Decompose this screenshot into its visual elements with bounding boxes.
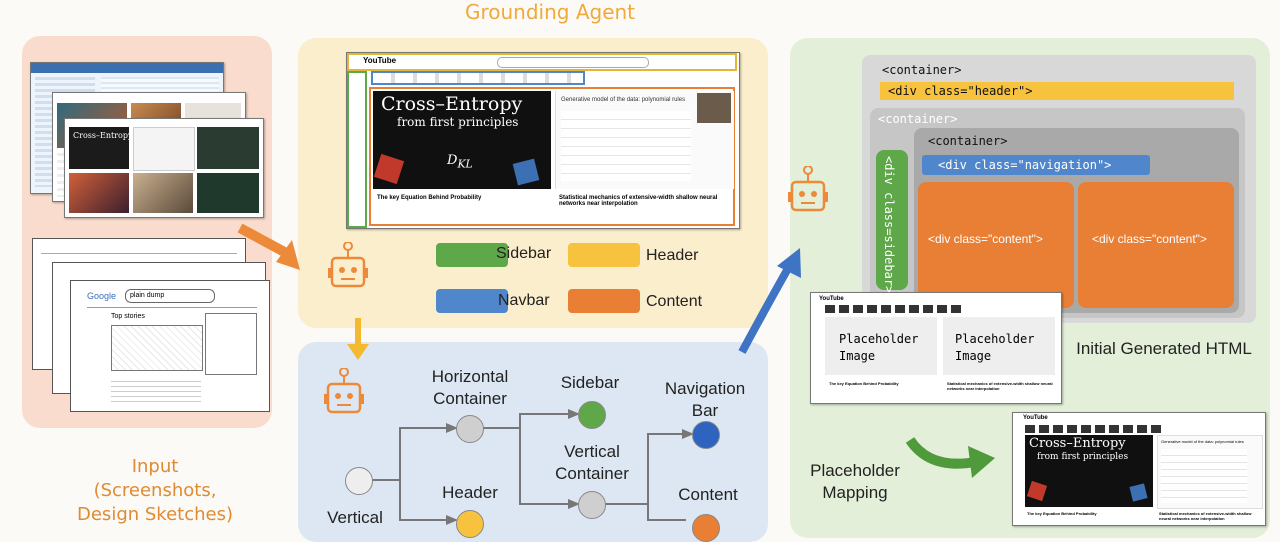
hero-title: Cross–Entropy	[381, 93, 523, 115]
tree-to-output-arrowhead	[777, 248, 801, 278]
tree-node-header	[456, 510, 484, 538]
tree-label-navigation: Navigation Bar	[664, 379, 746, 420]
mapping-label-line2: Mapping	[822, 483, 888, 502]
mapping-label-line1: Placeholder	[810, 461, 900, 480]
content-box-1-label: <div class="content">	[928, 232, 1043, 246]
initial-video-2: Statistical mechanics of extensive-width…	[947, 381, 1053, 391]
final-html-screenshot: YouTube Cross–Entropy from first princip…	[1012, 412, 1266, 526]
content-box-2-label: <div class="content">	[1092, 232, 1207, 246]
panel-title: Generative model of the data: polynomial…	[561, 97, 686, 103]
tree-label-content: Content	[678, 485, 738, 504]
video-title-2: Statistical mechanics of extensive-width…	[559, 195, 718, 207]
tree-node-navigation	[692, 421, 720, 449]
hero-subtitle: from first principles	[397, 115, 519, 129]
tree-node-vertical	[345, 467, 373, 495]
input-caption-title: Input	[131, 456, 179, 477]
tree-label-header: Header	[442, 483, 498, 502]
input-caption: Input (Screenshots, Design Sketches)	[40, 455, 270, 527]
placeholder-image-1: Placeholder Image	[839, 332, 919, 363]
sketch-top-stories: Top stories	[111, 313, 145, 320]
robot-icon-structure	[324, 368, 364, 414]
final-hero-subtitle: from first principles	[1037, 452, 1129, 462]
legend-swatch-navbar	[436, 289, 508, 313]
navigation-box	[922, 155, 1150, 175]
tree-node-vertical-container	[578, 491, 606, 519]
content-box-1	[918, 182, 1074, 308]
robot-icon-grounding	[328, 242, 368, 288]
sketch-logo: Google	[87, 291, 117, 301]
video-title-1: The key Equation Behind Probability	[377, 195, 482, 201]
input-sketch-3: Google plain dump Top stories	[70, 280, 270, 412]
sidebar-box	[876, 150, 908, 290]
thumb-title: Cross–Entropy	[73, 131, 133, 140]
middle-container-label: <container>	[878, 112, 958, 126]
legend-swatch-header	[568, 243, 640, 267]
sketch-search-box: plain dump	[125, 289, 215, 303]
hero-subscript: KL	[457, 157, 473, 171]
legend-label-navbar: Navbar	[498, 292, 550, 309]
tree-edges	[372, 409, 694, 525]
content-box-2	[1078, 182, 1234, 308]
outer-container-label: <container>	[882, 63, 962, 77]
inner-container-label: <container>	[928, 134, 1008, 148]
tree-node-content	[692, 514, 720, 542]
header-box	[880, 82, 1234, 100]
placeholder-image-2: Placeholder Image	[955, 332, 1035, 363]
flow-arrows	[237, 223, 995, 478]
final-video-1: The key Equation Behind Probability	[1027, 511, 1097, 516]
initial-video-1: The key Equation Behind Probability	[829, 381, 899, 386]
legend-label-header: Header	[646, 247, 699, 264]
initial-brand: YouTube	[819, 296, 844, 302]
legend-swatch-content	[568, 289, 640, 313]
tree-label-vertical-container: Vertical Container	[555, 442, 629, 483]
initial-html-screenshot: YouTube Placeholder Image Placeholder Im…	[810, 292, 1062, 404]
header-box-label: <div class="header">	[888, 84, 1033, 98]
mapping-arrow	[905, 437, 976, 469]
initial-html-label: Initial Generated HTML	[1076, 339, 1252, 358]
tree-node-sidebar	[578, 401, 606, 429]
hero-glyph: D	[447, 153, 458, 168]
navigation-box-label: <div class="navigation">	[938, 158, 1112, 172]
tree-to-output-arrow	[738, 263, 794, 354]
structure-panel	[298, 342, 768, 542]
input-caption-sub2: Design Sketches)	[77, 504, 233, 525]
hero-dkl: DKL	[447, 153, 473, 171]
input-to-agent-arrowhead	[276, 240, 300, 270]
legend-swatch-sidebar	[436, 243, 508, 267]
sidebar-box-label: <div class=sidebar>	[882, 156, 896, 294]
tree-label-sidebar: Sidebar	[560, 373, 620, 392]
legend-label-content: Content	[646, 293, 703, 310]
tree-node-horizontal	[456, 415, 484, 443]
legend-label-sidebar: Sidebar	[496, 245, 552, 262]
tree-label-vertical: Vertical	[327, 508, 383, 527]
grounding-screenshot: YouTube Cross–Entropy from first princip…	[346, 52, 740, 229]
tree-label-horizontal: Horizontal Container	[431, 367, 509, 408]
final-video-2: Statistical mechanics of extensive-width…	[1159, 511, 1252, 521]
mapping-arrowhead	[968, 446, 995, 478]
input-caption-sub1: (Screenshots,	[93, 480, 217, 501]
grounding-agent-title: Grounding Agent	[464, 0, 636, 24]
input-screenshot-3: Cross–Entropy	[64, 118, 264, 218]
thumb-brand: YouTube	[363, 56, 397, 65]
final-brand: YouTube	[1023, 415, 1048, 421]
final-panel-title: Generative model of the data: polynomial…	[1161, 439, 1244, 444]
final-hero-title: Cross–Entropy	[1029, 436, 1126, 451]
robot-icon-output	[788, 166, 828, 212]
input-to-agent-arrow	[237, 223, 293, 260]
agent-down-arrowhead	[347, 344, 369, 360]
